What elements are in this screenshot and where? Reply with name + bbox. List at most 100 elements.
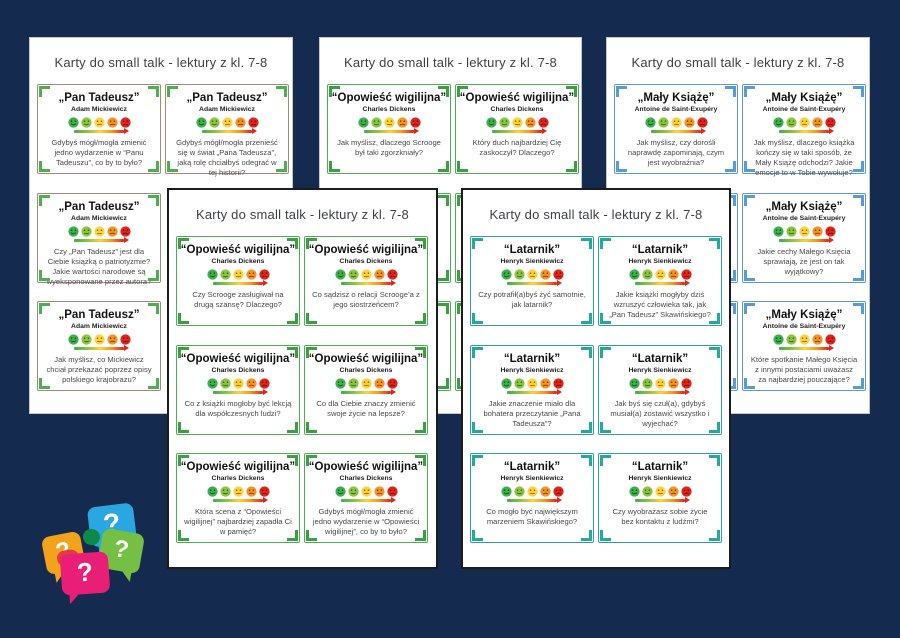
emoji-frown-icon: [525, 117, 536, 128]
emoji-sad-icon: [387, 378, 398, 389]
rating-gradient-arrow: [651, 128, 706, 135]
emoji-sad-icon: [120, 117, 131, 128]
corner-bracket-icon: [457, 161, 468, 172]
emoji-rating-scale: [177, 269, 299, 280]
emoji-sad-icon: [120, 334, 131, 345]
emoji-neutral-icon: [94, 117, 105, 128]
rating-gradient-arrow: [74, 345, 129, 352]
emoji-happy-icon: [486, 117, 497, 128]
page-sheet-back-left: Karty do small talk - lektury z kl. 7-8„…: [29, 37, 293, 414]
emoji-rating-scale: [599, 269, 721, 280]
emoji-rating-scale: [743, 334, 865, 345]
emoji-frown-icon: [812, 334, 823, 345]
emoji-neutral-icon: [655, 486, 666, 497]
page-sheet-front-right: Karty do small talk - lektury z kl. 7-8 “…: [461, 188, 731, 569]
emoji-rating-scale: [305, 269, 427, 280]
page-title: Karty do small talk - lektury z kl. 7-8: [344, 55, 557, 70]
emoji-sad-icon: [538, 117, 549, 128]
emoji-rating-scale: [177, 486, 299, 497]
corner-bracket-icon: [581, 530, 592, 541]
emoji-sad-icon: [681, 378, 692, 389]
emoji-frown-icon: [246, 269, 257, 280]
corner-bracket-icon: [178, 422, 189, 433]
emoji-neutral-icon: [361, 486, 372, 497]
page-title: Karty do small talk - lektury z kl. 7-8: [489, 207, 703, 222]
emoji-smile-icon: [514, 378, 525, 389]
card-title: “Opowieść wigilijna”: [308, 461, 424, 473]
card-author: Charles Dickens: [339, 366, 393, 374]
emoji-neutral-icon: [655, 378, 666, 389]
emoji-rating-scale: [38, 117, 160, 128]
emoji-sad-icon: [553, 269, 564, 280]
emoji-happy-icon: [358, 117, 369, 128]
rating-gradient-arrow: [364, 128, 419, 135]
card-author: Adam Mickiewicz: [71, 214, 127, 222]
corner-bracket-icon: [600, 530, 611, 541]
card-title: “Opowieść wigilijna”: [308, 353, 424, 365]
card-question: Jakie znaczenie miało dla bohatera przec…: [483, 398, 581, 429]
card-author: Charles Dickens: [211, 366, 265, 374]
emoji-neutral-icon: [361, 269, 372, 280]
corner-bracket-icon: [178, 313, 189, 324]
emoji-neutral-icon: [94, 334, 105, 345]
emoji-smile-icon: [371, 117, 382, 128]
emoji-happy-icon: [773, 226, 784, 237]
emoji-sad-icon: [259, 269, 270, 280]
emoji-happy-icon: [335, 486, 346, 497]
emoji-rating-scale: [743, 117, 865, 128]
corner-bracket-icon: [438, 270, 449, 281]
rating-gradient-arrow: [635, 497, 690, 504]
emoji-frown-icon: [246, 378, 257, 389]
emoji-neutral-icon: [527, 269, 538, 280]
emoji-smile-icon: [642, 378, 653, 389]
card-question: Czy Scrooge zasługiwał na drugą szansę? …: [192, 289, 284, 309]
card-author: Henryk Sienkiewicz: [628, 474, 692, 482]
emoji-happy-icon: [335, 378, 346, 389]
emoji-rating-scale: [305, 378, 427, 389]
emoji-rating-scale: [38, 334, 160, 345]
emoji-rating-scale: [471, 486, 593, 497]
emoji-smile-icon: [81, 226, 92, 237]
corner-bracket-icon: [287, 313, 298, 324]
card-author: Charles Dickens: [339, 474, 393, 482]
rating-gradient-arrow: [507, 280, 562, 287]
rating-gradient-arrow: [507, 497, 562, 504]
emoji-frown-icon: [235, 117, 246, 128]
card-title: „Pan Tadeusz”: [186, 92, 268, 104]
corner-bracket-icon: [438, 195, 449, 206]
emoji-neutral-icon: [233, 378, 244, 389]
emoji-smile-icon: [499, 117, 510, 128]
card-author: Charles Dickens: [211, 257, 265, 265]
emoji-happy-icon: [207, 486, 218, 497]
card-author: Charles Dickens: [339, 257, 393, 265]
card-title: “Latarnik”: [503, 353, 561, 365]
rating-gradient-arrow: [74, 128, 129, 135]
card-question: Co z książki mogłoby być lekcją dla wspó…: [184, 398, 292, 418]
emoji-frown-icon: [374, 269, 385, 280]
corner-bracket-icon: [415, 313, 426, 324]
emoji-happy-icon: [207, 378, 218, 389]
emoji-neutral-icon: [799, 334, 810, 345]
emoji-sad-icon: [697, 117, 708, 128]
emoji-happy-icon: [335, 269, 346, 280]
card-question: Co sądzisz o relacji Scrooge’a z jego si…: [312, 289, 420, 309]
page-title: Karty do small talk - lektury z kl. 7-8: [196, 207, 409, 222]
emoji-sad-icon: [387, 269, 398, 280]
emoji-smile-icon: [220, 486, 231, 497]
emoji-smile-icon: [348, 378, 359, 389]
emoji-happy-icon: [501, 269, 512, 280]
card-author: Antoine de Saint-Exupéry: [762, 214, 846, 222]
emoji-neutral-icon: [512, 117, 523, 128]
card-author: Adam Mickiewicz: [71, 322, 127, 330]
card-title: „Pan Tadeusz”: [58, 309, 140, 321]
